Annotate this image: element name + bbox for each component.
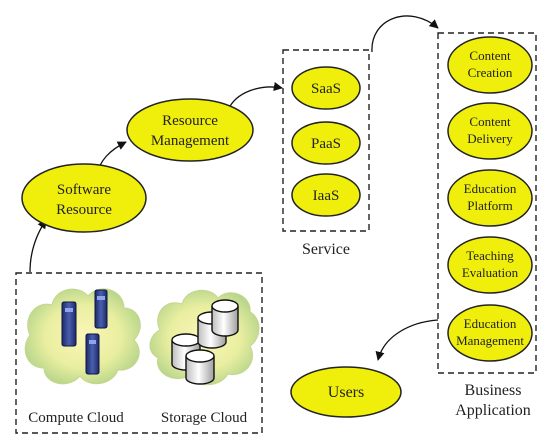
node-content-creation: Content Creation	[447, 36, 533, 94]
arrow-service-to-business	[371, 15, 439, 53]
service-label: Service	[302, 241, 350, 258]
content-creation-line1: Content	[469, 48, 511, 63]
education-management-line2: Management	[456, 333, 524, 348]
node-software-resource: Software Resource	[21, 163, 147, 233]
node-users: Users	[290, 366, 402, 418]
teaching-evaluation-line2: Evaluation	[462, 265, 519, 280]
content-creation-line2: Creation	[468, 65, 513, 80]
service-group-box	[282, 49, 370, 232]
node-content-delivery: Content Delivery	[447, 102, 533, 160]
node-education-platform: Education Platform	[447, 169, 533, 227]
compute-cloud-label: Compute Cloud	[28, 410, 124, 426]
resource-management-line1: Resource	[162, 113, 218, 129]
storage-cloud-icon	[149, 289, 260, 386]
node-saas: SaaS	[291, 66, 361, 110]
business-group-box	[437, 32, 537, 374]
resource-management-line2: Management	[151, 133, 230, 149]
arrow-resource-management-to-service	[227, 82, 283, 111]
software-resource-line1: Software	[57, 182, 111, 198]
storage-cloud-label: Storage Cloud	[161, 410, 248, 426]
content-delivery-line1: Content	[469, 114, 511, 129]
content-delivery-line2: Delivery	[467, 131, 513, 146]
iaas-label: IaaS	[313, 188, 340, 204]
node-education-management: Education Management	[447, 304, 533, 362]
arrow-cloud-to-software	[29, 219, 47, 273]
paas-label: PaaS	[311, 136, 341, 152]
users-label: Users	[328, 384, 364, 401]
business-label-line2: Application	[455, 402, 531, 419]
education-management-line1: Education	[464, 316, 517, 331]
teaching-evaluation-line1: Teaching	[466, 248, 514, 263]
education-platform-line1: Education	[464, 181, 517, 196]
compute-cloud-icon	[24, 288, 141, 385]
education-platform-line2: Platform	[467, 198, 513, 213]
business-label-line1: Business	[465, 382, 522, 399]
node-resource-management: Resource Management	[126, 98, 254, 162]
arrow-business-to-users	[375, 319, 439, 361]
software-resource-line2: Resource	[56, 202, 112, 218]
node-paas: PaaS	[291, 121, 361, 165]
node-iaas: IaaS	[291, 173, 361, 217]
node-teaching-evaluation: Teaching Evaluation	[447, 236, 533, 294]
saas-label: SaaS	[311, 81, 341, 97]
cloud-group-box	[15, 272, 263, 434]
